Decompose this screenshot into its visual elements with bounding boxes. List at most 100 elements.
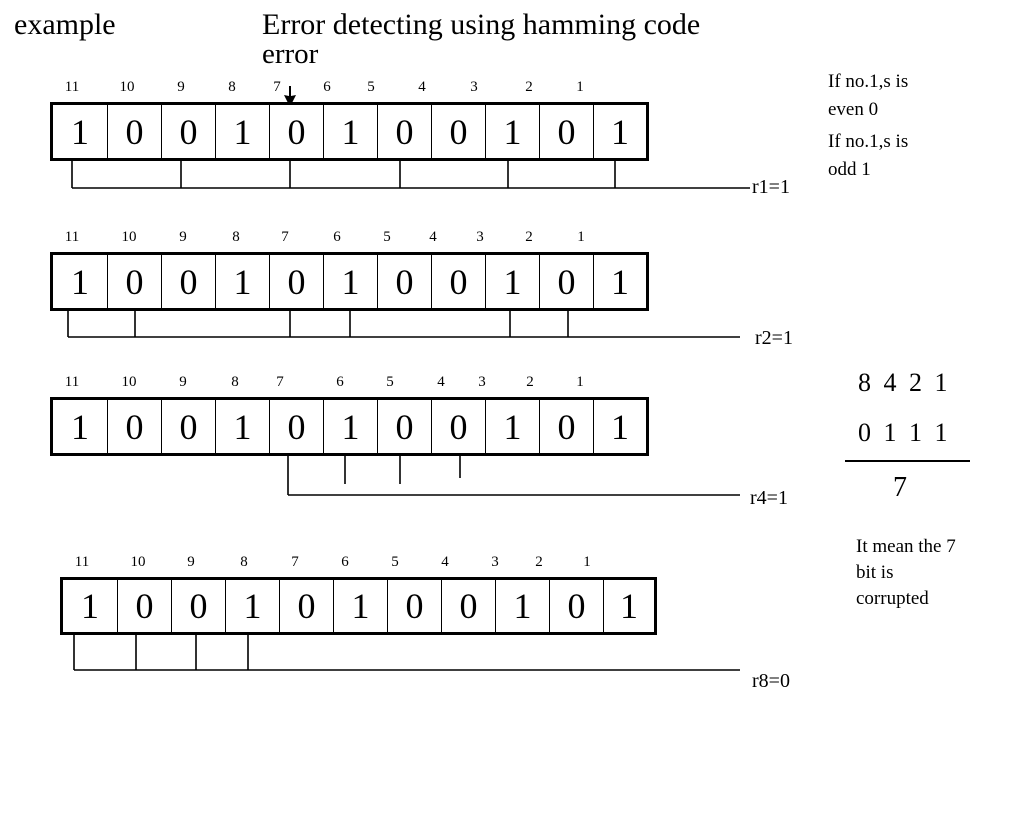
- bit-index-2: 2: [525, 79, 533, 95]
- bit-cell[interactable]: 1: [486, 400, 540, 453]
- bit-index-7: 7: [273, 79, 281, 95]
- bit-cell[interactable]: 1: [594, 105, 646, 158]
- bit-cell[interactable]: 0: [108, 105, 162, 158]
- bit-index-9: 9: [179, 229, 187, 245]
- bit-cell[interactable]: 1: [324, 400, 378, 453]
- bit-cells-r2: 1 0 0 1 0 1 0 0 1 0 1: [50, 252, 649, 311]
- bit-index-3: 3: [476, 229, 484, 245]
- bit-index-2: 2: [525, 229, 533, 245]
- bit-cell[interactable]: 0: [118, 580, 172, 632]
- parity-result-r4: r4=1: [750, 487, 788, 509]
- syndrome-bits: 0 1 1 1: [858, 418, 951, 447]
- bit-index-7: 7: [291, 554, 299, 570]
- bit-cells-r1: 1 0 0 1 0 1 0 0 1 0 1: [50, 102, 649, 161]
- bit-index-5: 5: [383, 229, 391, 245]
- bit-cell[interactable]: 1: [594, 400, 646, 453]
- bit-cell[interactable]: 0: [550, 580, 604, 632]
- bit-index-3: 3: [478, 374, 486, 390]
- bit-cell[interactable]: 0: [270, 400, 324, 453]
- calculation-divider: [845, 460, 970, 462]
- syndrome-result: 7: [893, 472, 907, 503]
- parity-connectors-r1: [71, 161, 750, 189]
- page-title: Error detecting using hamming code: [262, 8, 701, 41]
- bit-cell[interactable]: 0: [540, 400, 594, 453]
- bit-cell[interactable]: 0: [432, 255, 486, 308]
- bit-cell[interactable]: 0: [540, 105, 594, 158]
- bit-cell[interactable]: 1: [216, 105, 270, 158]
- bit-cells-r4: 1 0 0 1 0 1 0 0 1 0 1: [50, 397, 649, 456]
- bit-index-11: 11: [74, 554, 90, 570]
- bit-index-3: 3: [470, 79, 478, 95]
- parity-rule-even: If no.1,s is even 0: [828, 71, 909, 120]
- error-annotation-label: error: [262, 38, 319, 70]
- bit-index-4: 4: [437, 374, 445, 390]
- bit-cell[interactable]: 1: [216, 255, 270, 308]
- example-label: example: [14, 8, 116, 41]
- bit-cell[interactable]: 1: [334, 580, 388, 632]
- bit-cell[interactable]: 1: [324, 105, 378, 158]
- parity-result-r2: r2=1: [755, 327, 793, 349]
- bit-cell[interactable]: 0: [388, 580, 442, 632]
- bit-cell[interactable]: 1: [486, 255, 540, 308]
- bit-index-1: 1: [576, 79, 584, 95]
- bit-cell[interactable]: 1: [53, 105, 108, 158]
- bit-index-10: 10: [130, 554, 146, 570]
- bit-index-11: 11: [64, 79, 80, 95]
- bit-index-9: 9: [179, 374, 187, 390]
- bit-index-2: 2: [526, 374, 534, 390]
- bit-cell[interactable]: 0: [108, 255, 162, 308]
- parity-connectors-r8: [73, 635, 740, 671]
- bit-index-5: 5: [391, 554, 399, 570]
- bit-index-8: 8: [228, 79, 236, 95]
- parity-result-r8: r8=0: [752, 670, 790, 692]
- down-arrow-icon: [281, 86, 299, 113]
- bit-cell[interactable]: 1: [226, 580, 280, 632]
- bit-index-8: 8: [240, 554, 248, 570]
- bit-cell[interactable]: 1: [216, 400, 270, 453]
- bit-cell[interactable]: 0: [162, 400, 216, 453]
- bit-index-11: 11: [64, 374, 80, 390]
- bit-cell[interactable]: 0: [162, 105, 216, 158]
- bit-cell[interactable]: 0: [378, 400, 432, 453]
- bit-cell[interactable]: 0: [432, 400, 486, 453]
- bit-index-4: 4: [418, 79, 426, 95]
- bit-index-4: 4: [429, 229, 437, 245]
- bit-index-10: 10: [121, 374, 137, 390]
- bit-cell[interactable]: 1: [63, 580, 118, 632]
- bit-cell[interactable]: 0: [442, 580, 496, 632]
- bit-cell[interactable]: 1: [496, 580, 550, 632]
- bit-index-4: 4: [441, 554, 449, 570]
- parity-result-r1: r1=1: [752, 176, 790, 198]
- bit-index-3: 3: [491, 554, 499, 570]
- bit-cell[interactable]: 0: [270, 255, 324, 308]
- bit-index-6: 6: [341, 554, 349, 570]
- bit-cell[interactable]: 1: [53, 400, 108, 453]
- bit-index-8: 8: [231, 374, 239, 390]
- bit-cell[interactable]: 0: [270, 105, 324, 158]
- bit-index-1: 1: [577, 229, 585, 245]
- parity-rule-odd: If no.1,s is odd 1: [828, 131, 909, 180]
- bit-cell[interactable]: 0: [172, 580, 226, 632]
- bit-index-6: 6: [333, 229, 341, 245]
- bit-cell[interactable]: 1: [324, 255, 378, 308]
- bit-index-5: 5: [367, 79, 375, 95]
- bit-cell[interactable]: 0: [162, 255, 216, 308]
- bit-cell[interactable]: 0: [432, 105, 486, 158]
- bit-cell[interactable]: 1: [486, 105, 540, 158]
- bit-index-7: 7: [281, 229, 289, 245]
- bit-index-2: 2: [535, 554, 543, 570]
- bit-cell[interactable]: 1: [53, 255, 108, 308]
- bit-cell[interactable]: 0: [378, 105, 432, 158]
- bit-index-1: 1: [576, 374, 584, 390]
- bit-index-6: 6: [336, 374, 344, 390]
- bit-cells-r8: 1 0 0 1 0 1 0 0 1 0 1: [60, 577, 657, 635]
- bit-index-1: 1: [583, 554, 591, 570]
- bit-cell[interactable]: 0: [108, 400, 162, 453]
- bit-cell[interactable]: 0: [540, 255, 594, 308]
- bit-cell[interactable]: 0: [378, 255, 432, 308]
- bit-cell[interactable]: 1: [594, 255, 646, 308]
- bit-cell[interactable]: 0: [280, 580, 334, 632]
- bit-index-10: 10: [121, 229, 137, 245]
- bit-index-5: 5: [386, 374, 394, 390]
- bit-cell[interactable]: 1: [604, 580, 654, 632]
